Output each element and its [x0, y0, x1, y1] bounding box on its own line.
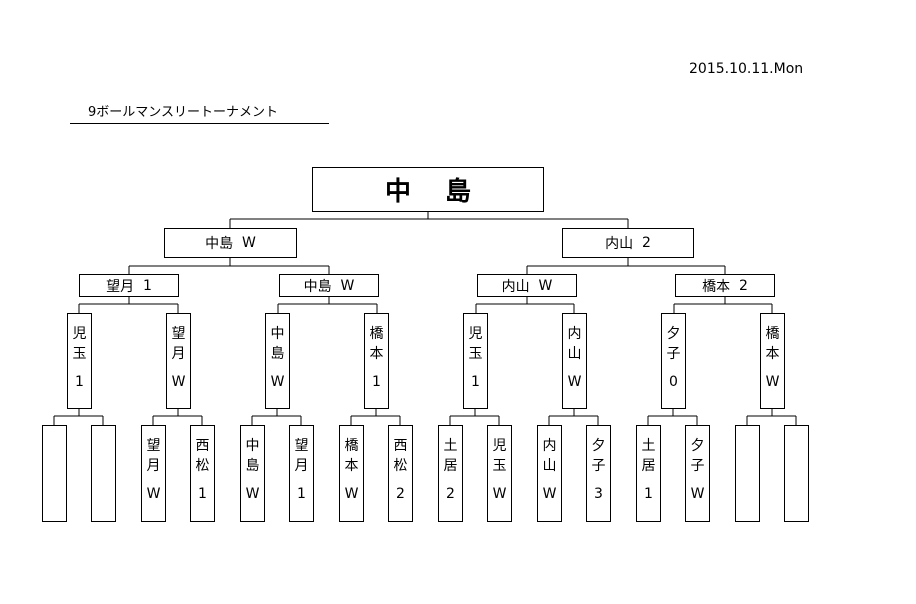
first-round-13-result: 1 [644, 486, 653, 502]
first-round-12-result: 3 [594, 486, 603, 502]
quarterfinal-5-result: 1 [471, 374, 480, 390]
semifinal-slot-3: 内山 W [477, 274, 577, 297]
first-round-slot-9: 土居 2 [438, 425, 463, 522]
first-round-6-result: 1 [297, 486, 306, 502]
quarterfinal-8-name: 橋本 [765, 326, 780, 362]
quarterfinal-6-name: 内山 [567, 326, 582, 362]
final-1-name: 中島 [205, 236, 234, 252]
first-round-4-result: 1 [198, 486, 207, 502]
quarterfinal-2-result: W [171, 374, 186, 390]
first-round-slot-1 [42, 425, 67, 522]
first-round-11-name: 内山 [542, 438, 557, 474]
quarterfinal-3-name: 中島 [270, 326, 285, 362]
semifinal-1-result: 1 [142, 277, 152, 294]
first-round-slot-15 [735, 425, 760, 522]
first-round-slot-12: 夕子 3 [586, 425, 611, 522]
final-slot-2: 内山 2 [562, 228, 694, 258]
semifinal-3-name: 内山 [501, 278, 530, 295]
first-round-14-result: W [690, 486, 705, 502]
tournament-date: 2015.10.11.Mon [689, 61, 804, 77]
final-2-result: 2 [641, 235, 651, 251]
semifinal-2-name: 中島 [303, 278, 332, 295]
semifinal-4-name: 橋本 [702, 278, 731, 295]
champion-name: 中島 [384, 177, 505, 207]
quarterfinal-3-result: W [270, 374, 285, 390]
first-round-5-name: 中島 [245, 438, 260, 474]
first-round-slot-10: 児玉 W [487, 425, 512, 522]
quarterfinal-1-result: 1 [75, 374, 84, 390]
quarterfinal-5-name: 児玉 [468, 326, 483, 362]
first-round-slot-4: 西松 1 [190, 425, 215, 522]
semifinal-4-result: 2 [738, 277, 748, 294]
final-2-name: 内山 [605, 236, 634, 252]
first-round-13-name: 土居 [641, 438, 656, 474]
first-round-7-name: 橋本 [344, 438, 359, 474]
first-round-5-result: W [245, 486, 260, 502]
quarterfinal-slot-4: 橋本 1 [364, 313, 389, 409]
quarterfinal-slot-7: 夕子 0 [661, 313, 686, 409]
quarterfinal-1-name: 児玉 [72, 326, 87, 362]
first-round-slot-3: 望月 W [141, 425, 166, 522]
quarterfinal-slot-1: 児玉 1 [67, 313, 92, 409]
semifinal-slot-2: 中島 W [279, 274, 379, 297]
semifinal-3-result: W [538, 277, 553, 294]
first-round-14-name: 夕子 [690, 438, 705, 474]
first-round-slot-2 [91, 425, 116, 522]
first-round-slot-7: 橋本 W [339, 425, 364, 522]
first-round-12-name: 夕子 [591, 438, 606, 474]
first-round-6-name: 望月 [294, 438, 309, 474]
quarterfinal-8-result: W [765, 374, 780, 390]
semifinal-1-name: 望月 [106, 278, 135, 295]
quarterfinal-7-result: 0 [669, 374, 678, 390]
first-round-8-result: 2 [396, 486, 405, 502]
tournament-title: 9ボールマンスリートーナメント [88, 105, 279, 120]
quarterfinal-slot-8: 橋本 W [760, 313, 785, 409]
champion-box: 中島 [312, 167, 544, 212]
quarterfinal-slot-3: 中島 W [265, 313, 290, 409]
quarterfinal-6-result: W [567, 374, 582, 390]
first-round-3-name: 望月 [146, 438, 161, 474]
first-round-8-name: 西松 [393, 438, 408, 474]
first-round-9-name: 土居 [443, 438, 458, 474]
title-underline [70, 123, 329, 124]
first-round-slot-11: 内山 W [537, 425, 562, 522]
first-round-slot-5: 中島 W [240, 425, 265, 522]
first-round-slot-16 [784, 425, 809, 522]
first-round-7-result: W [344, 486, 359, 502]
quarterfinal-2-name: 望月 [171, 326, 186, 362]
final-slot-1: 中島 W [164, 228, 297, 258]
final-1-result: W [242, 235, 256, 251]
first-round-11-result: W [542, 486, 557, 502]
first-round-slot-6: 望月 1 [289, 425, 314, 522]
quarterfinal-slot-6: 内山 W [562, 313, 587, 409]
quarterfinal-7-name: 夕子 [666, 326, 681, 362]
semifinal-slot-1: 望月 1 [79, 274, 179, 297]
first-round-9-result: 2 [446, 486, 455, 502]
quarterfinal-4-result: 1 [372, 374, 381, 390]
first-round-slot-8: 西松 2 [388, 425, 413, 522]
first-round-10-name: 児玉 [492, 438, 507, 474]
first-round-4-name: 西松 [195, 438, 210, 474]
quarterfinal-slot-5: 児玉 1 [463, 313, 488, 409]
first-round-3-result: W [146, 486, 161, 502]
first-round-slot-13: 土居 1 [636, 425, 661, 522]
quarterfinal-slot-2: 望月 W [166, 313, 191, 409]
first-round-10-result: W [492, 486, 507, 502]
quarterfinal-4-name: 橋本 [369, 326, 384, 362]
first-round-slot-14: 夕子 W [685, 425, 710, 522]
semifinal-2-result: W [340, 277, 355, 294]
semifinal-slot-4: 橋本 2 [675, 274, 775, 297]
